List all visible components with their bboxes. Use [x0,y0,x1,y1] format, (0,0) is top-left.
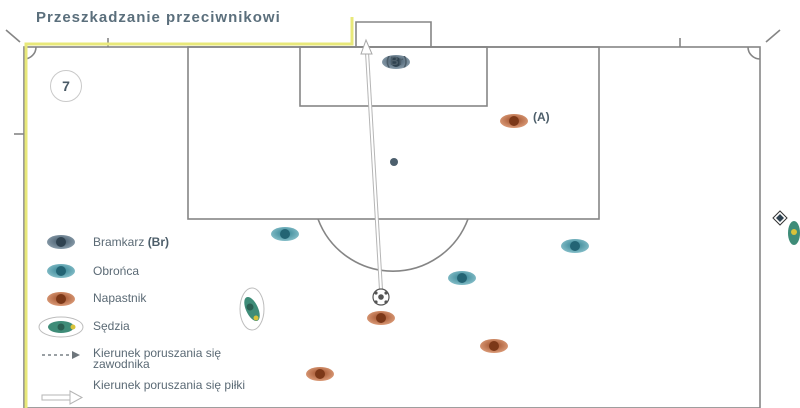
ball-direction-arrow [360,38,383,291]
legend-ball-direction: Kierunek poruszania się piłki [93,378,246,392]
goal-area [299,46,488,107]
penalty-arc [317,218,469,272]
referee-player [239,287,265,331]
goal [355,21,432,47]
situation-number-badge: 7 [50,70,82,102]
penalty-spot [390,158,398,166]
penalty-area [187,46,600,220]
defender-player [448,271,476,285]
assistant-referee [772,210,800,245]
attacker-player-a [500,114,528,128]
attacker-player [480,339,508,353]
legend-referee: Sędzia [93,319,130,333]
goalkeeper-label: (Br) [386,54,408,68]
page-title: Przeszkadzanie przeciwnikowi [36,9,281,26]
legend-goalkeeper-text: Bramkarz [93,235,145,249]
legend-goalkeeper: Bramkarz (Br) [93,235,170,249]
referee-icon [38,316,84,338]
legend-attacker: Napastnik [93,291,147,305]
defender-player [271,227,299,241]
attacker-label: (A) [533,110,550,124]
legend-goalkeeper-abbr: (Br) [147,235,170,249]
legend-player-direction-line2: zawodnika [93,357,150,371]
attacker-player [367,311,395,325]
hollow-arrow-icon [41,390,84,405]
attacker-icon [47,292,75,306]
highlight-frame [24,17,354,408]
field-lines [5,21,781,408]
ball-icon [372,288,390,306]
legend-icons [38,235,84,405]
legend-player-direction: Kierunek poruszania się zawodnika [93,346,222,371]
legend-defender: Obrońca [93,264,140,278]
goalkeeper-player [382,55,410,69]
attacker-player [306,367,334,381]
goalkeeper-icon [47,235,75,249]
corner-arc-right [747,46,761,60]
legend-player-direction-line1: Kierunek poruszania się [93,346,222,360]
defender-player [561,239,589,253]
dashed-arrow-icon [42,351,80,359]
defender-icon [47,264,75,278]
